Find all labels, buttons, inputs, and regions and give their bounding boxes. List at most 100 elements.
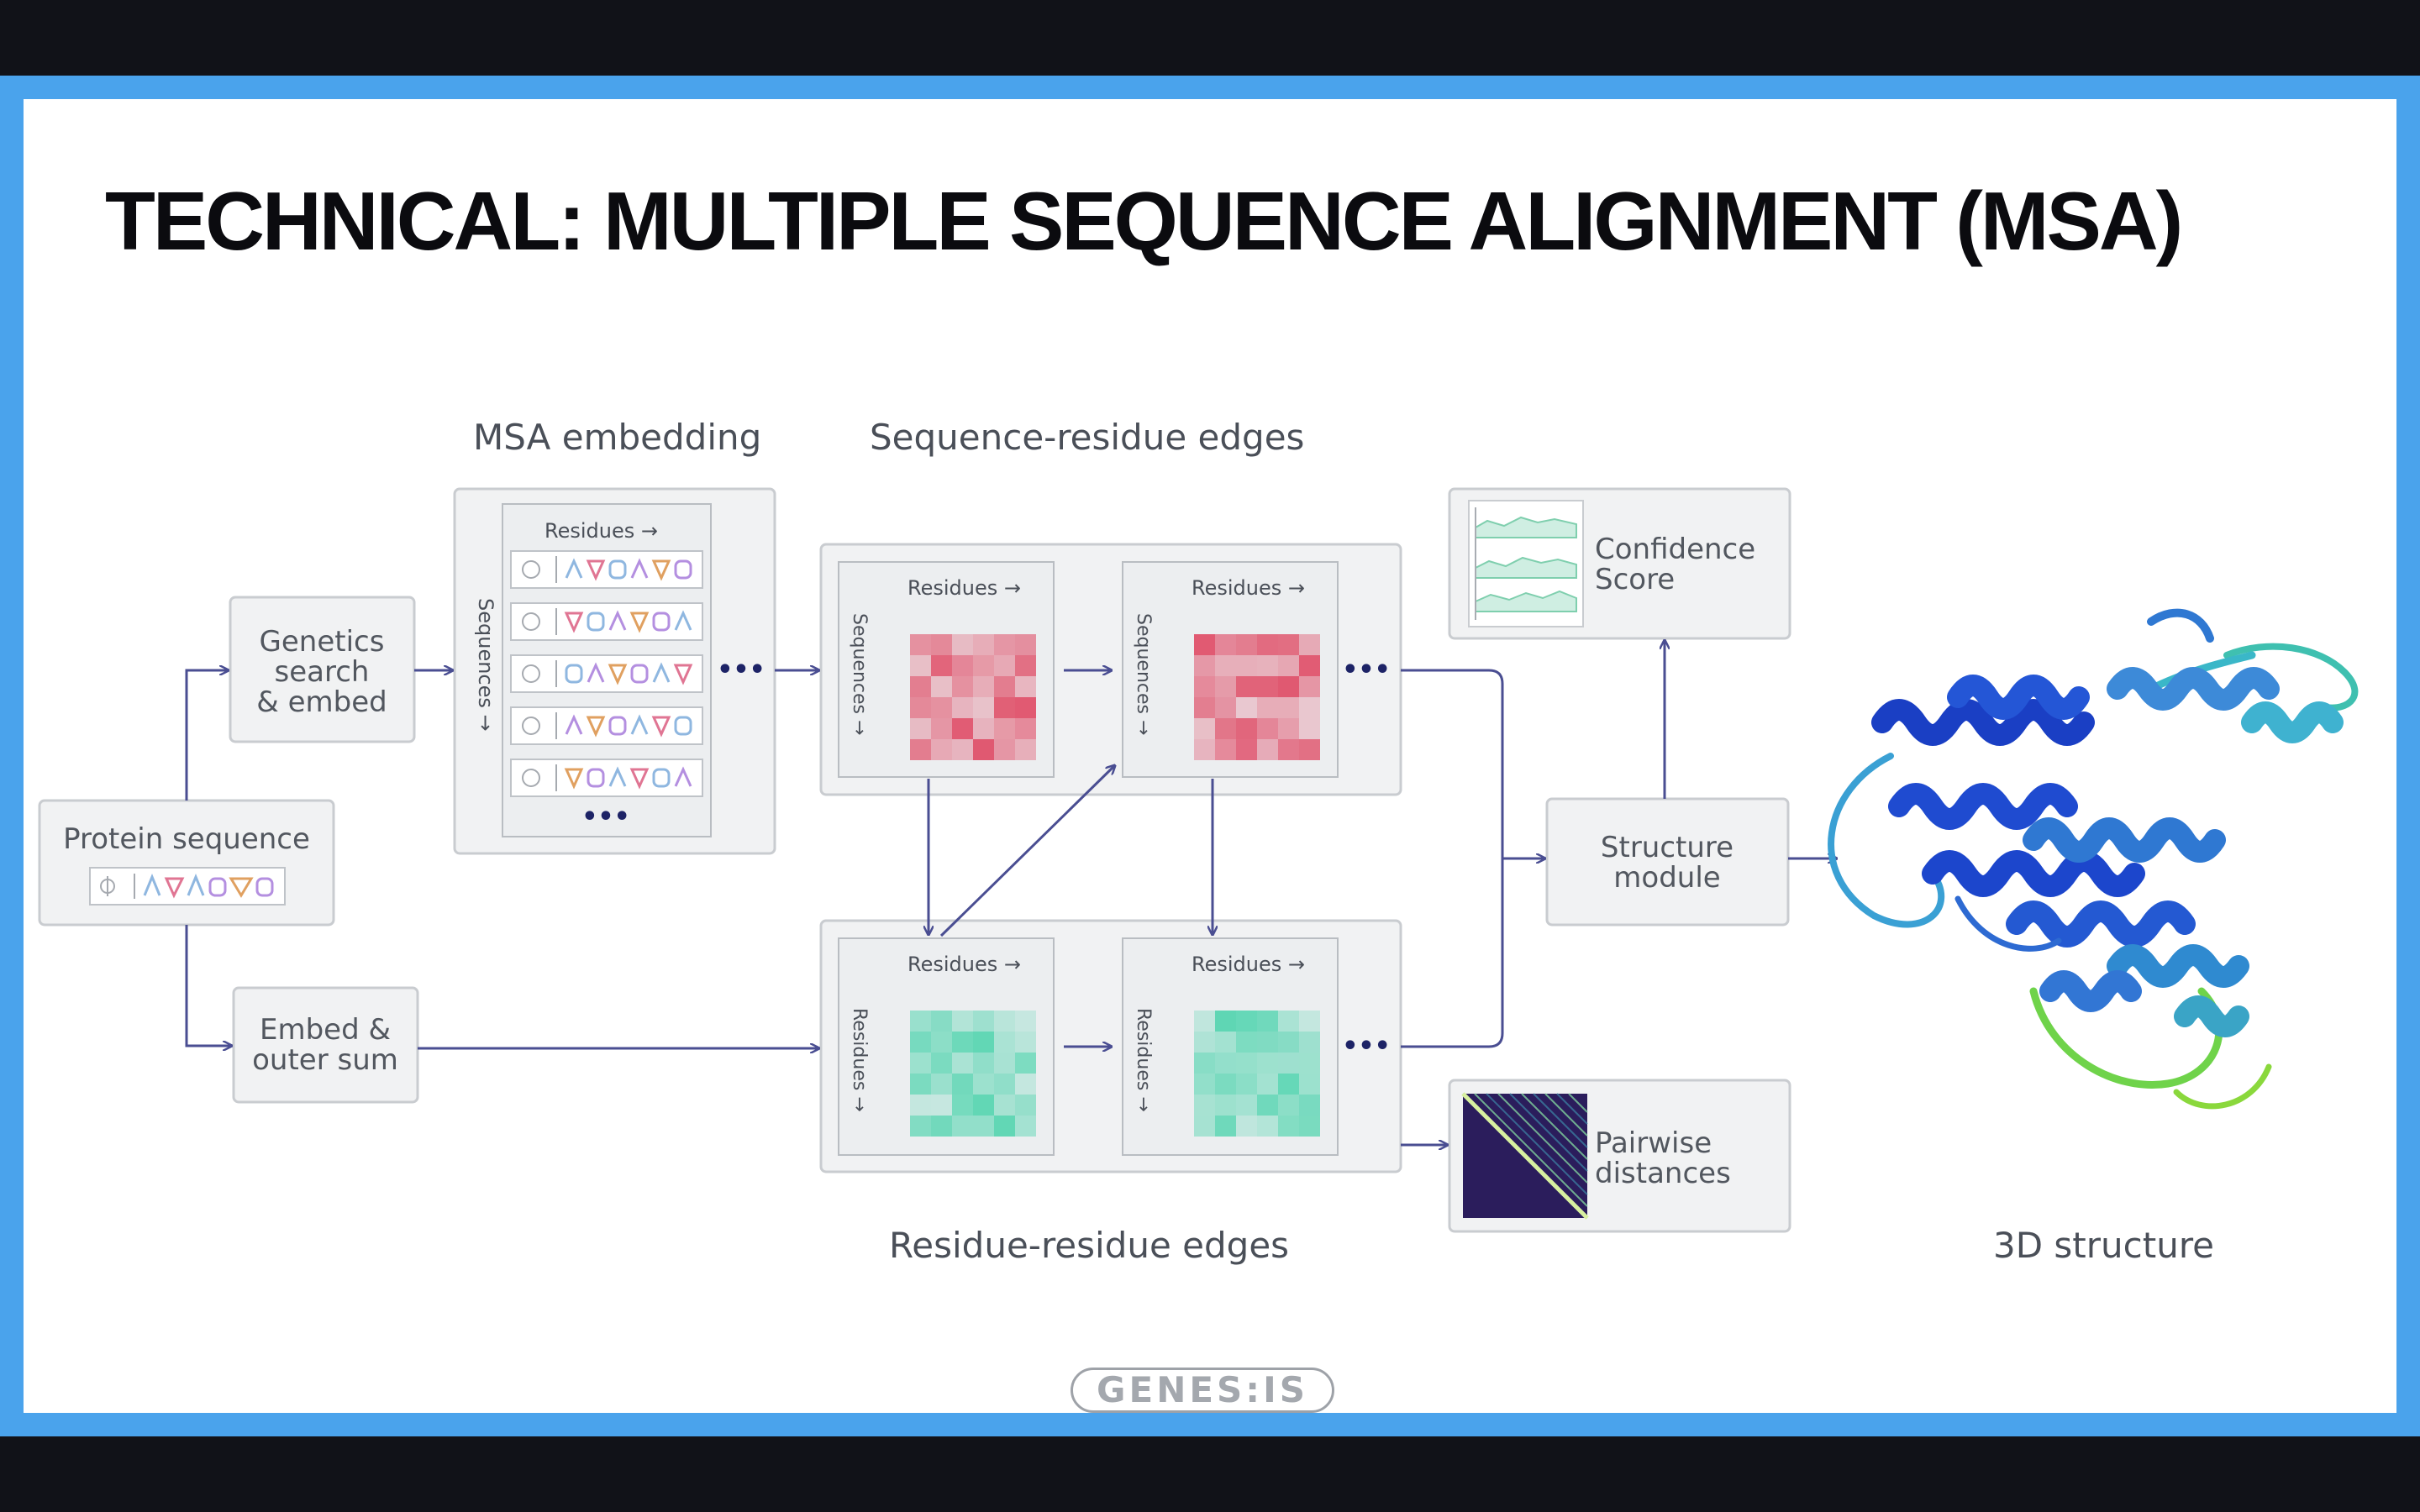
heatmap-cell: [1299, 1095, 1320, 1116]
resres-residues-axis-2: Residues →: [1192, 953, 1305, 976]
heatmap-cell: [1278, 676, 1299, 697]
arrow-to-embed: [185, 925, 232, 1046]
heatmap-cell: [1215, 1095, 1236, 1116]
heatmap-cell: [1299, 676, 1320, 697]
heatmap-cell: [1278, 655, 1299, 676]
heatmap-cell: [952, 634, 973, 655]
seqres-residues-axis-2: Residues →: [1192, 576, 1305, 600]
heatmap-cell: [1236, 676, 1257, 697]
heatmap-cell: [973, 739, 994, 760]
genetics-line-2: search: [275, 655, 370, 689]
msa-row: [510, 706, 703, 745]
msa-residue-glyph: [586, 559, 606, 581]
heatmap-cell: [910, 739, 931, 760]
msa-residue-glyph: [565, 664, 583, 684]
msa-residue-glyph: [630, 664, 649, 684]
heatmap-cell: [1015, 676, 1036, 697]
heatmap-cell: [952, 739, 973, 760]
msa-residue-glyph: [630, 558, 649, 579]
heatmap-cell: [910, 1011, 931, 1032]
heatmap-cell: [1015, 1032, 1036, 1053]
heatmap-cell: [1257, 1053, 1278, 1074]
msa-residue-glyph: [564, 768, 584, 790]
heatmap-cell: [973, 1053, 994, 1074]
flow-arrows: [185, 640, 1837, 1145]
residue-residue-panel: Residues → Residues → Residues → Residue…: [819, 919, 1402, 1173]
heatmap-cell: [1278, 1095, 1299, 1116]
heatmap-cell: [1015, 1011, 1036, 1032]
genetics-line-1: Genetics: [260, 625, 385, 659]
heatmap-cell: [1257, 655, 1278, 676]
heatmap-cell: [910, 1032, 931, 1053]
msa-residue-glyph: [652, 662, 671, 683]
embed-outer-sum-box: Embed & outer sum: [232, 986, 419, 1104]
msa-residue-glyph: [565, 714, 583, 735]
arrow-resres-to-structure: [1401, 858, 1504, 1048]
residue-residue-edges-label: Residue-residue edges: [889, 1225, 1289, 1266]
heatmap-cell: [952, 676, 973, 697]
heatmap-cell: [973, 634, 994, 655]
msa-residue-glyph: [651, 716, 671, 738]
heatmap-cell: [973, 655, 994, 676]
genetics-line-3: & embed: [256, 685, 387, 719]
msa-residue-glyph: [674, 559, 692, 580]
msa-residue-glyph: [608, 559, 627, 580]
heatmap-cell: [1299, 655, 1320, 676]
heatmap-cell: [994, 697, 1015, 718]
msa-residue-glyph: [652, 768, 671, 788]
msa-row-species-icon: [522, 664, 540, 683]
msa-sequences-axis: Sequences →: [474, 598, 497, 732]
resres-residues-vertical-1: Residues →: [849, 1008, 870, 1112]
heatmap-cell: [952, 1116, 973, 1137]
sequence-residue-edges-label: Sequence-residue edges: [870, 417, 1304, 458]
heatmap-cell: [1015, 1053, 1036, 1074]
heatmap-cell: [973, 676, 994, 697]
heatmap-cell: [973, 697, 994, 718]
heatmap-cell: [952, 655, 973, 676]
heatmap-cell: [952, 718, 973, 739]
heatmap-cell: [931, 1053, 952, 1074]
heatmap-cell: [1257, 1095, 1278, 1116]
distance-map-stripe: [1533, 1093, 1588, 1148]
heatmap-cell: [1278, 1032, 1299, 1053]
heatmap-cell: [1015, 739, 1036, 760]
msa-embedding-panel: Residues → Sequences → •••: [453, 487, 776, 855]
heatmap-cell: [1236, 1053, 1257, 1074]
msa-row-species-icon: [522, 612, 540, 631]
msa-residue-glyph: [674, 610, 692, 631]
heatmap-cell: [1299, 1032, 1320, 1053]
heatmap-cell: [931, 697, 952, 718]
heatmap-cell: [1194, 1095, 1215, 1116]
heatmap-cell: [1278, 1116, 1299, 1137]
heatmap-cell: [931, 634, 952, 655]
heatmap-cell: [994, 739, 1015, 760]
structure-line-2: module: [1613, 861, 1720, 895]
heatmap-cell: [1257, 634, 1278, 655]
heatmap-cell: [1278, 1074, 1299, 1095]
heatmap-cell: [952, 1095, 973, 1116]
confidence-line-2: Score: [1595, 563, 1675, 596]
heatmap-cell: [1236, 1116, 1257, 1137]
heatmap-cell: [1194, 676, 1215, 697]
heatmap-cell: [952, 1032, 973, 1053]
heatmap-cell: [931, 739, 952, 760]
heatmap-cell: [931, 1011, 952, 1032]
msa-row-species-icon: [522, 560, 540, 579]
heatmap-cell: [1194, 655, 1215, 676]
structure-3d-label: 3D structure: [1993, 1225, 2214, 1266]
heatmap-cell: [994, 1095, 1015, 1116]
heatmap-cell: [910, 697, 931, 718]
genesis-logo: GENES:IS: [1071, 1368, 1334, 1413]
heatmap-cell: [1215, 1053, 1236, 1074]
heatmap-cell: [973, 1116, 994, 1137]
msa-ellipsis: •••: [717, 655, 765, 685]
resres-residues-vertical-2: Residues →: [1133, 1008, 1154, 1112]
heatmap-cell: [1278, 718, 1299, 739]
heatmap-cell: [1015, 634, 1036, 655]
heatmap-cell: [1299, 634, 1320, 655]
confidence-mini-plots: [1475, 507, 1577, 620]
heatmap-cell: [994, 1074, 1015, 1095]
distance-map-stripe: [1474, 1093, 1588, 1207]
heatmap-cell: [1278, 1011, 1299, 1032]
heatmap-cell: [1215, 1116, 1236, 1137]
